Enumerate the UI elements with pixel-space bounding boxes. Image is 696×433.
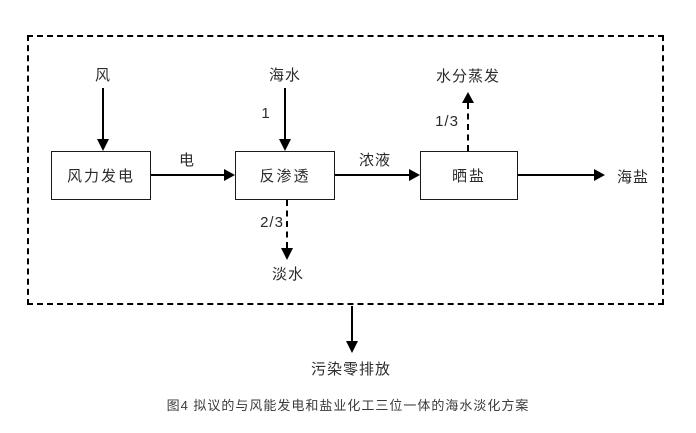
brine-arrow-line xyxy=(335,174,409,176)
seawater-label: 海水 xyxy=(268,67,301,84)
electricity-arrowhead-icon xyxy=(224,169,235,181)
electricity-arrow-line xyxy=(151,174,224,176)
seawater-fraction-label: 1 xyxy=(261,105,271,122)
evaporation-fraction-label: 1/3 xyxy=(435,113,459,130)
sea-salt-label: 海盐 xyxy=(616,169,649,186)
freshwater-arrowhead-icon xyxy=(281,248,293,260)
freshwater-arrow-dashed-line xyxy=(286,200,288,248)
sea-salt-arrowhead-icon xyxy=(594,169,605,181)
sea-salt-arrow-line xyxy=(518,174,594,176)
evaporation-arrow-dashed-line xyxy=(467,103,469,151)
electricity-label: 电 xyxy=(178,152,195,169)
reverse-osmosis-box: 反渗透 xyxy=(235,151,335,200)
freshwater-label: 淡水 xyxy=(271,266,304,283)
system-boundary-border xyxy=(27,35,664,305)
zero-pollution-label: 污染零排放 xyxy=(310,361,391,378)
wind-arrow-line xyxy=(102,88,104,140)
seawater-arrow-line xyxy=(284,88,286,140)
evaporation-arrowhead-icon xyxy=(462,92,474,103)
wind-arrowhead-icon xyxy=(97,139,109,151)
wind-label: 风 xyxy=(94,67,111,84)
figure-caption: 图4 拟议的与风能发电和盐业化工三位一体的海水淡化方案 xyxy=(166,398,530,413)
wind-power-box: 风力发电 xyxy=(51,151,151,200)
reverse-osmosis-box-label: 反渗透 xyxy=(259,168,311,185)
seawater-arrowhead-icon xyxy=(279,139,291,151)
brine-label: 浓液 xyxy=(358,152,391,169)
evaporation-label: 水分蒸发 xyxy=(435,68,500,85)
wind-power-box-label: 风力发电 xyxy=(66,168,135,185)
brine-arrowhead-icon xyxy=(409,169,420,181)
zero-pollution-arrow-line xyxy=(351,306,353,341)
zero-pollution-arrowhead-icon xyxy=(346,341,358,353)
salt-drying-box: 晒盐 xyxy=(420,151,518,200)
salt-drying-box-label: 晒盐 xyxy=(451,168,486,185)
freshwater-fraction-label: 2/3 xyxy=(260,214,284,231)
